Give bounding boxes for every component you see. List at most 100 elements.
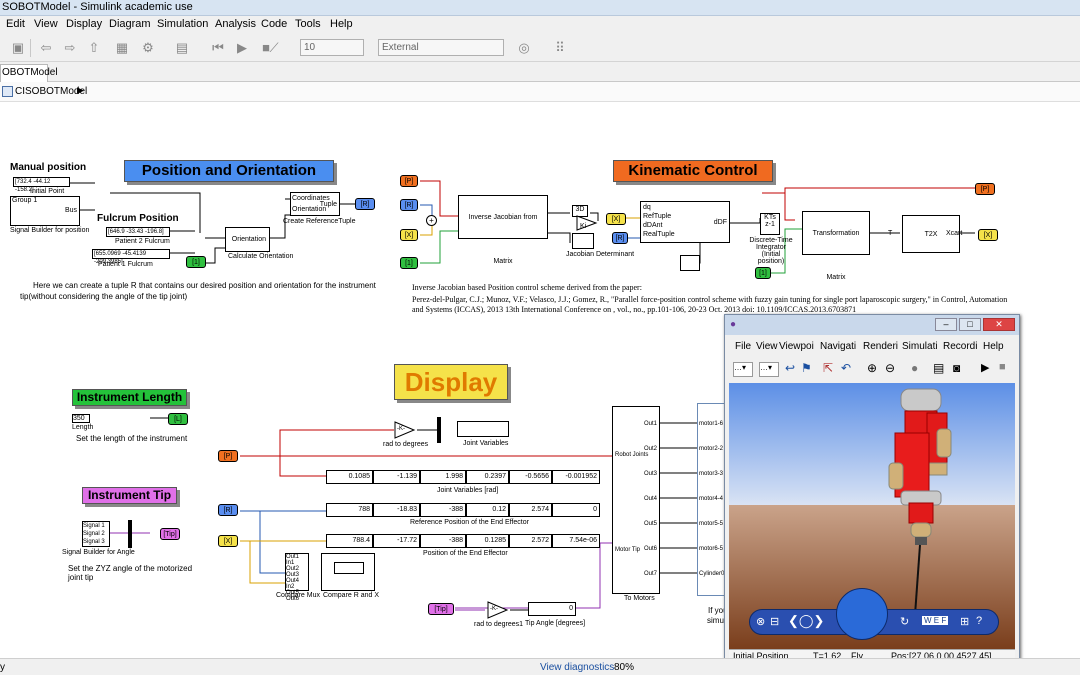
vr-view-select[interactable]: …▾ [733, 362, 753, 377]
vr-menu-viewpoint[interactable]: Viewpoi [779, 341, 814, 352]
block-to-motors[interactable]: Robot Joints Motor Tip Out1 Out2 Out3 Ou… [612, 406, 660, 594]
vr-menu-help[interactable]: Help [983, 341, 1004, 352]
vr-menu-navigation[interactable]: Navigati [820, 341, 857, 352]
goto-p[interactable]: [P] [975, 183, 995, 195]
vr-nav-wheel[interactable] [836, 588, 888, 640]
record-icon[interactable]: ● [911, 361, 919, 375]
stop-icon[interactable]: ■ [262, 40, 270, 55]
goto-r[interactable]: [R] [355, 198, 375, 210]
tab-model[interactable]: OBOTModel [0, 64, 58, 82]
block-calculate-orientation[interactable]: Orientation [225, 227, 270, 252]
block-t2x[interactable]: T2X [902, 215, 960, 253]
menu-analysis[interactable]: Analysis [215, 18, 256, 30]
zoom-out-icon[interactable]: ⊖ [885, 361, 896, 375]
camera-icon[interactable]: ◙ [953, 361, 961, 375]
scope-joint-variables[interactable] [457, 421, 509, 437]
menu-edit[interactable]: Edit [6, 18, 25, 30]
stop-time-input[interactable]: 10 [300, 39, 364, 56]
sim-mode-select[interactable]: External [378, 39, 504, 56]
menu-code[interactable]: Code [261, 18, 288, 30]
from-1-kin[interactable]: [1] [400, 257, 418, 269]
gain-ki-triangle[interactable] [576, 215, 598, 231]
vr-menu-file[interactable]: File [735, 341, 752, 352]
from-r[interactable]: [R] [400, 199, 418, 211]
gain-rad2deg1[interactable] [487, 601, 509, 619]
zoom-in-icon[interactable]: ⊕ [867, 361, 878, 375]
from-1[interactable]: [1] [186, 256, 206, 268]
vr-menu-simulation[interactable]: Simulati [902, 341, 938, 352]
vr-scene[interactable]: ⊗ ⊟ ❮◯❯ ↻ W E F ⊞ ? [729, 383, 1015, 649]
forward-icon[interactable]: ⇨ [64, 40, 76, 55]
from-r-2[interactable]: [R] [612, 232, 628, 244]
from-x[interactable]: [X] [400, 229, 418, 241]
notes-icon[interactable]: ▤ [933, 361, 945, 375]
goto-tip[interactable]: [Tip] [160, 528, 180, 540]
from-p[interactable]: [P] [400, 175, 418, 187]
vr-viewpoint-select[interactable]: …▾ [759, 362, 779, 377]
block-patient2-fulcrum[interactable]: [646.9 -33.43 -196.8] [106, 227, 170, 237]
save-icon[interactable]: ▣ [11, 40, 25, 55]
block-compare-mux[interactable]: Out1 In1 Out2 Out3 Out4 In2 Out5 Out6 [285, 553, 309, 602]
menu-display[interactable]: Display [66, 18, 103, 30]
sum-block[interactable]: + [426, 215, 437, 226]
block-unit-delay[interactable] [680, 255, 700, 271]
undo-icon[interactable]: ↶ [841, 361, 852, 375]
menu-diagram[interactable]: Diagram [109, 18, 151, 30]
block-inverse-jacobian[interactable]: Inverse Jacobian from Matrix [458, 195, 548, 265]
view-diagnostics-link[interactable]: View diagnostics [540, 662, 615, 673]
vr-menu-recording[interactable]: Recordi [943, 341, 978, 352]
from-x-2[interactable]: [X] [606, 213, 626, 225]
block-3d[interactable]: 3D [572, 205, 588, 217]
vr-menu-view[interactable]: View [756, 341, 778, 352]
menu-view[interactable]: View [34, 18, 58, 30]
vr-help-icon[interactable]: ? [976, 615, 983, 627]
vr-nav-panel[interactable]: ⊗ ⊟ ❮◯❯ ↻ W E F ⊞ ? [749, 588, 999, 640]
from-r-disp[interactable]: [R] [218, 504, 238, 516]
maximize-icon[interactable]: □ [959, 318, 981, 331]
stop-sim-icon[interactable]: ■ [999, 361, 1006, 373]
nav-icon[interactable]: ⇱ [823, 361, 834, 375]
back-icon[interactable]: ⇦ [40, 40, 52, 55]
from-tip-disp[interactable]: [Tip] [428, 603, 454, 615]
vr-view-wire-icon[interactable]: W E F [922, 616, 949, 625]
vr-turn-icon[interactable]: ↻ [900, 616, 910, 628]
mux-tip[interactable] [128, 520, 132, 548]
vr-minimize-panel-icon[interactable]: ⊟ [770, 616, 780, 628]
block-patient1-fulcrum[interactable]: [655.0969 -45.4139 -209.3985] [92, 249, 170, 265]
mux-joint[interactable] [437, 417, 441, 443]
menu-tools[interactable]: Tools [295, 18, 321, 30]
menu-simulation[interactable]: Simulation [157, 18, 209, 30]
return-icon[interactable]: ↩ [785, 361, 796, 375]
from-1-kin2[interactable]: [1] [755, 267, 771, 279]
block-vr-sink[interactable]: motor1-6 motor2-2 motor3-3 motor4-4 moto… [697, 403, 727, 596]
breadcrumb-model[interactable]: CISOBOTModel [15, 86, 88, 97]
vr-menu-rendering[interactable]: Renderi [863, 341, 899, 352]
block-initial-point[interactable]: [732.4 -44.12 -158.2] [13, 177, 70, 193]
scope-icon[interactable]: ⟋ [269, 40, 279, 55]
minimize-icon[interactable]: – [935, 318, 957, 331]
vr-rotate-left-icon[interactable]: ❮◯❯ [788, 613, 825, 628]
chevron-right-icon[interactable]: ▶ [77, 85, 84, 95]
play-icon[interactable]: ▶ [981, 362, 990, 374]
step-back-icon[interactable]: ⏮ [212, 40, 224, 55]
library-icon[interactable]: ▦ [115, 40, 129, 55]
scope-compare-r-x[interactable] [321, 553, 375, 591]
from-x-disp[interactable]: [X] [218, 535, 238, 547]
vr-viewer-window[interactable]: ● – □ ✕ File View Viewpoi Navigati Rende… [724, 314, 1020, 665]
vr-close-panel-icon[interactable]: ⊗ [756, 616, 766, 628]
display-tip-angle[interactable]: 0 [528, 602, 576, 616]
close-icon[interactable]: ✕ [983, 318, 1015, 331]
settings-icon[interactable]: ⚙ [142, 40, 154, 55]
from-p-disp[interactable]: [P] [218, 450, 238, 462]
goto-l[interactable]: [L] [168, 413, 188, 425]
gain-rad2deg[interactable] [394, 421, 416, 439]
grid-icon[interactable]: ⠿ [555, 40, 565, 55]
run-icon[interactable]: ▶ [237, 40, 247, 55]
check-icon[interactable]: ◎ [518, 40, 530, 55]
block-jacobian-determinant[interactable] [572, 233, 594, 249]
